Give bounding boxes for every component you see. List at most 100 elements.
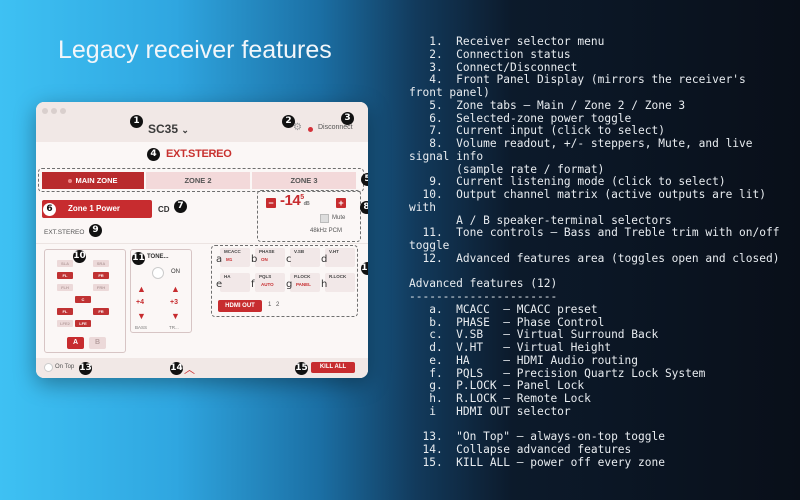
- legend-line: 13. "On Top" — always-on-top toggle: [409, 430, 665, 444]
- legend-line: Advanced features (12): [409, 277, 558, 291]
- bass-value: +4: [136, 299, 144, 306]
- speaker-b-button[interactable]: B: [89, 337, 106, 349]
- legend-line: a. MCACC – MCACC preset: [409, 302, 598, 316]
- legend-line: 15. KILL ALL — power off every zone: [409, 455, 665, 469]
- legend-line: 1. Receiver selector menu: [409, 36, 605, 48]
- feature-label: V.HT: [329, 249, 339, 254]
- bass-up-icon[interactable]: ▲: [137, 284, 146, 294]
- feature-label: PHASE: [259, 249, 275, 254]
- callout-badge-6: 6: [43, 203, 56, 216]
- callout-badge-3: 3: [341, 112, 354, 125]
- on-top-label: On Top: [55, 364, 75, 370]
- volume-unit: dB: [303, 201, 310, 207]
- tab-zone-3[interactable]: ZONE 3: [252, 172, 356, 189]
- channel-output[interactable]: FL: [57, 308, 73, 315]
- title-bar: [36, 102, 368, 142]
- bass-label: BASS: [135, 325, 148, 330]
- tab-zone-2[interactable]: ZONE 2: [146, 172, 250, 189]
- legend-line: 2. Connection status: [409, 47, 571, 61]
- legend-line: 12. Advanced features area (toggles open…: [409, 251, 780, 265]
- legend-line: b. PHASE – Phase Control: [409, 315, 605, 329]
- receiver-selector[interactable]: SC35 ⌄: [148, 122, 189, 136]
- legend-line: 6. Selected-zone power toggle: [409, 111, 632, 125]
- callout-badge-8: 8: [360, 201, 368, 214]
- volume-panel: − -145dB + Mute 48kHz PCM: [262, 192, 358, 242]
- callout-badge-4: 4: [147, 148, 160, 161]
- zone-power-button[interactable]: Zone 1 Power: [42, 200, 152, 218]
- legend-line: d. V.HT – Virtual Height: [409, 341, 612, 354]
- channel-output[interactable]: FLH: [57, 284, 73, 291]
- legend-line: 5. Zone tabs — Main / Zone 2 / Zone 3: [409, 98, 686, 112]
- callout-badge-15: 15: [295, 362, 308, 375]
- speaker-a-button[interactable]: A: [67, 337, 84, 349]
- callout-badge-12: 12: [361, 262, 368, 275]
- hdmi-out-button[interactable]: HDMI OUT: [218, 300, 262, 312]
- receiver-name: SC35: [148, 122, 179, 136]
- minimize-window-icon[interactable]: [51, 108, 57, 114]
- legend-line: h. R.LOCK – Remote Lock: [409, 392, 591, 405]
- channel-output[interactable]: FR: [93, 308, 109, 315]
- zoom-window-icon[interactable]: [60, 108, 66, 114]
- connection-status-icon: [308, 127, 313, 132]
- callout-badge-11: 11: [132, 252, 145, 265]
- close-window-icon[interactable]: [42, 108, 48, 114]
- on-top-toggle[interactable]: [44, 363, 53, 372]
- mute-label: Mute: [332, 215, 346, 221]
- mute-checkbox[interactable]: [320, 214, 329, 223]
- disconnect-button[interactable]: Disconnect: [318, 124, 353, 131]
- app-window: 1 SC35 ⌄ 2 ⚙ 3 Disconnect 4 EXT.STEREO M…: [36, 102, 368, 378]
- kill-all-button[interactable]: KILL ALL: [311, 362, 355, 373]
- tab-label: MAIN ZONE: [75, 176, 118, 185]
- feature-label: R.LOCK: [329, 274, 347, 279]
- feature-letter: g: [286, 279, 293, 290]
- tab-main-zone[interactable]: MAIN ZONE: [42, 172, 144, 189]
- feature-label: MCACC: [224, 249, 241, 254]
- feature-letter: e: [216, 279, 223, 290]
- channel-output[interactable]: FRH: [93, 284, 109, 291]
- collapse-chevron-icon[interactable]: ︿: [184, 364, 195, 376]
- channel-output[interactable]: FL: [57, 272, 73, 279]
- zone-power-dot-icon: [68, 179, 73, 184]
- current-input[interactable]: CD: [158, 205, 170, 214]
- legend-line: 4. Front Panel Display (mirrors the rece…: [409, 73, 746, 87]
- gear-icon[interactable]: ⚙: [293, 122, 302, 133]
- feature-value: PANEL: [296, 282, 311, 287]
- legend-line: c. V.SB – Virtual Surround Back: [409, 328, 659, 342]
- channel-output[interactable]: LFE2: [57, 320, 73, 327]
- legend-line: with: [409, 200, 436, 214]
- treble-down-icon[interactable]: ▼: [171, 311, 180, 321]
- callout-badge-14: 14: [170, 362, 183, 375]
- volume-outline: [257, 190, 361, 242]
- hdmi-out-2[interactable]: 2: [276, 302, 280, 308]
- volume-down-button[interactable]: −: [266, 198, 276, 208]
- tone-toggle[interactable]: [152, 267, 164, 279]
- hdmi-out-1[interactable]: 1: [268, 302, 272, 308]
- channel-output[interactable]: LFE: [75, 320, 91, 327]
- signal-info: 48kHz PCM: [310, 228, 343, 234]
- legend-line: ----------------------: [409, 290, 558, 303]
- channel-output[interactable]: SLA: [57, 260, 73, 267]
- feature-value: AUTO: [261, 282, 274, 287]
- treble-label: TR...: [169, 325, 179, 330]
- channel-output[interactable]: SRA: [93, 260, 109, 267]
- callout-badge-7: 7: [174, 200, 187, 213]
- feature-label: P.LOCK: [294, 274, 311, 279]
- callout-badge-1: 1: [130, 115, 143, 128]
- treble-value: +3: [170, 299, 178, 306]
- treble-up-icon[interactable]: ▲: [171, 284, 180, 294]
- channel-output[interactable]: FR: [93, 272, 109, 279]
- channel-output[interactable]: C: [75, 296, 91, 303]
- chevron-down-icon: ⌄: [181, 125, 189, 135]
- volume-up-button[interactable]: +: [336, 198, 346, 208]
- bass-down-icon[interactable]: ▼: [137, 311, 146, 321]
- listening-mode[interactable]: EXT.STEREO: [44, 229, 85, 236]
- front-panel-display: EXT.STEREO: [166, 148, 232, 160]
